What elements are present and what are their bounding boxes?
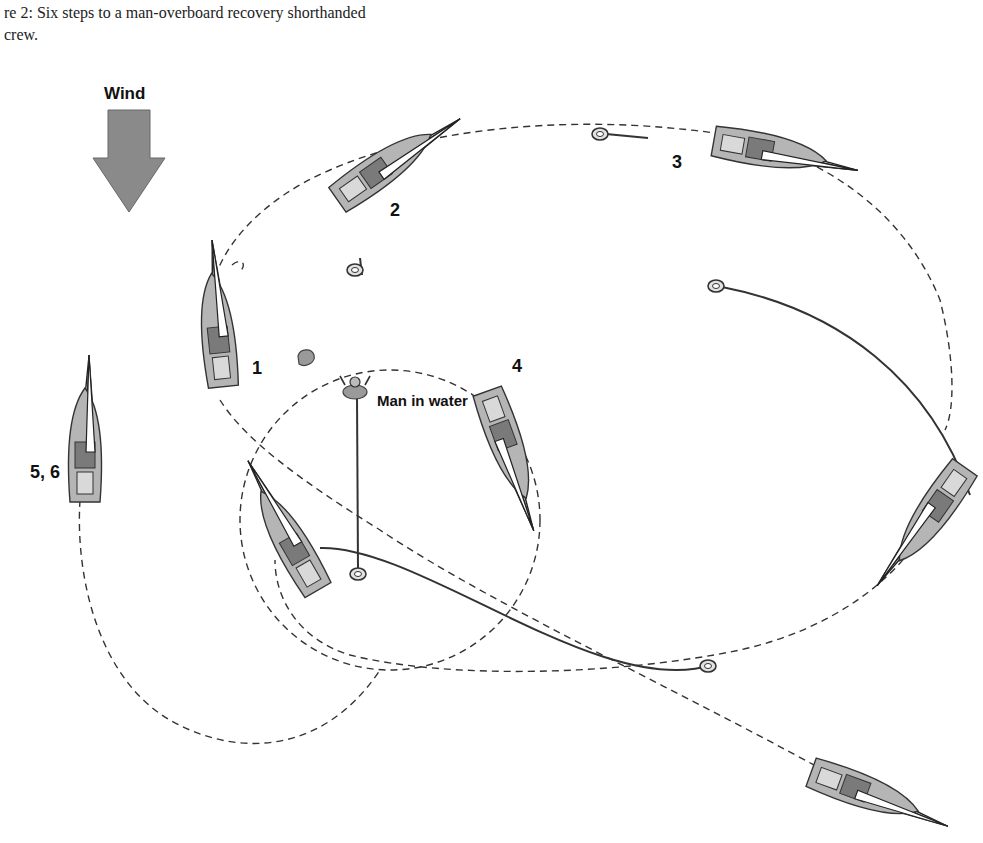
life-ring [700, 660, 716, 672]
boat-4 [472, 386, 553, 535]
boat-2 [328, 102, 467, 213]
wind-arrow [93, 110, 165, 212]
callout-number: 4 [512, 356, 522, 377]
callout-number: 2 [390, 200, 400, 221]
callout-number: 3 [672, 152, 682, 173]
callout-number: 5, 6 [30, 462, 60, 483]
life-ring [347, 264, 363, 276]
ring-line [320, 134, 970, 670]
boat-approach [230, 454, 332, 598]
life-ring [592, 128, 608, 140]
man-in-water [340, 376, 370, 399]
marker-buoy [298, 350, 314, 366]
boat-downwind [806, 757, 955, 838]
wind-label: Wind [104, 84, 145, 104]
life-ring [350, 568, 366, 580]
boat-5-6 [69, 355, 102, 502]
figure-caption: re 2: Six steps to a man-overboard recov… [4, 2, 384, 46]
boat-reaching [867, 458, 978, 597]
callout-number: 1 [252, 358, 262, 379]
boat-3 [711, 125, 861, 183]
man-in-water-label: Man in water [374, 392, 471, 409]
course-track [79, 124, 952, 785]
life-ring [708, 280, 724, 292]
boat-1 [192, 239, 240, 389]
